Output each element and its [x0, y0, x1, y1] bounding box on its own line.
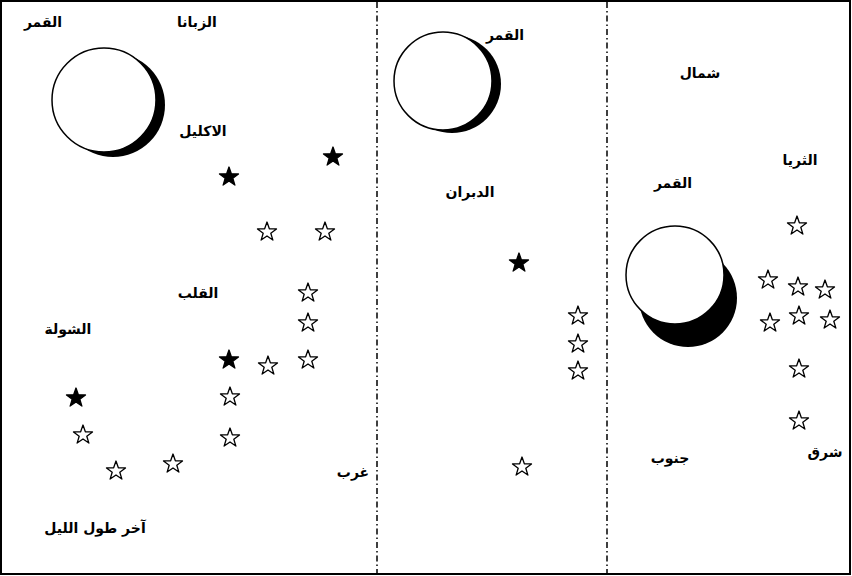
star-name: الاكليل — [179, 123, 226, 140]
star-name: الزبانا — [177, 14, 217, 31]
panel-divider — [376, 2, 378, 574]
star-filled — [219, 350, 238, 368]
moon — [52, 48, 165, 157]
star — [298, 350, 317, 368]
star-filled — [323, 147, 342, 165]
star — [258, 356, 277, 374]
star — [220, 428, 239, 446]
star-name: القلب — [178, 285, 219, 302]
star-filled — [509, 253, 528, 271]
direction-label: شمال — [680, 65, 721, 82]
star-name: الثريا — [783, 152, 818, 169]
moon — [626, 226, 737, 347]
moon-label: القمر — [654, 175, 692, 192]
moon — [394, 32, 501, 133]
star — [760, 313, 779, 331]
star — [220, 387, 239, 405]
moon-label: القمر — [486, 27, 524, 44]
direction-label: غرب — [337, 464, 369, 481]
star — [163, 454, 182, 472]
direction-label: شرق — [808, 444, 843, 461]
star-name: الشولة — [45, 321, 92, 338]
star-name: الدبران — [446, 184, 495, 201]
star — [820, 310, 839, 328]
direction-label: جنوب — [651, 450, 690, 467]
star — [512, 457, 531, 475]
star — [298, 313, 317, 331]
star — [315, 222, 334, 240]
star — [788, 277, 807, 295]
star — [758, 270, 777, 288]
star — [568, 334, 587, 352]
star — [789, 359, 808, 377]
star — [106, 461, 125, 479]
star — [787, 216, 806, 234]
star — [568, 306, 587, 324]
star — [73, 425, 92, 443]
star — [789, 411, 808, 429]
star — [257, 222, 276, 240]
panel-divider — [606, 2, 608, 574]
star — [789, 306, 808, 324]
star — [815, 280, 834, 298]
star-filled — [219, 167, 238, 185]
star-filled — [66, 388, 85, 406]
star — [298, 283, 317, 301]
time-note: آخر طول الليل — [44, 520, 145, 537]
star — [568, 361, 587, 379]
moon-label: القمر — [24, 14, 62, 31]
